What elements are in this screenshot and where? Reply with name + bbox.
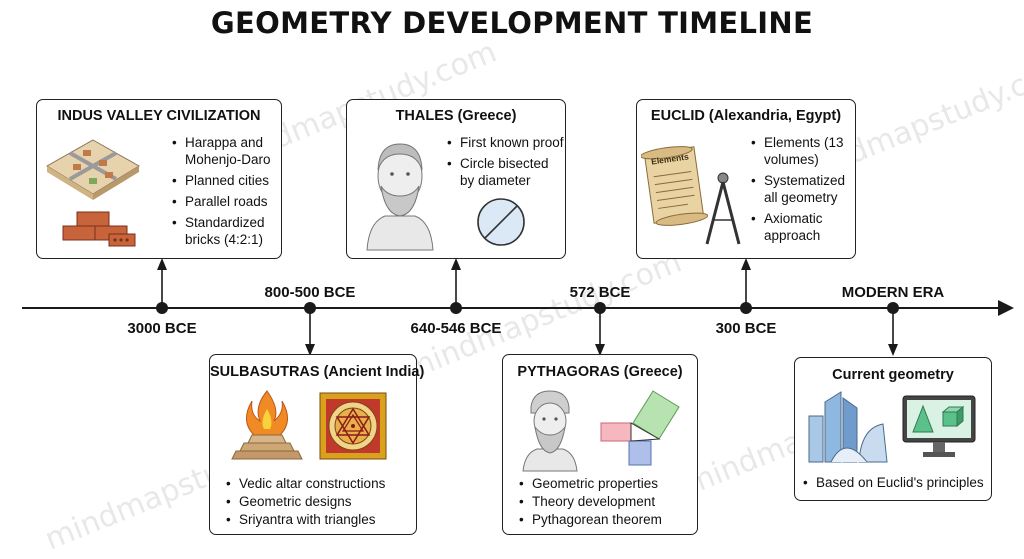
- card-title: EUCLID (Alexandria, Egypt): [650, 108, 842, 124]
- bricks-icon: [62, 211, 136, 247]
- date-label-thales: 640-546 BCE: [410, 320, 502, 337]
- card-euclid: EUCLID (Alexandria, Egypt) Elements Elem…: [636, 99, 856, 259]
- skyscrapers-icon: [808, 391, 888, 463]
- date-label-sulbasutras: 800-500 BCE: [264, 284, 356, 301]
- card-thales: THALES (Greece) First known proof Circle…: [346, 99, 566, 259]
- card-indus-valley: INDUS VALLEY CIVILIZATION Harappa and Mo…: [36, 99, 282, 259]
- page-title: GEOMETRY DEVELOPMENT TIMELINE: [210, 6, 814, 40]
- bullet-list: Geometric properties Theory development …: [519, 475, 697, 529]
- city-map-icon: [46, 139, 140, 200]
- list-item: Based on Euclid's principles: [803, 474, 991, 491]
- list-item: Axiomatic approach: [751, 210, 855, 244]
- date-label-pythagoras: 572 BCE: [569, 284, 631, 301]
- bullet-list: Vedic altar constructions Geometric desi…: [226, 475, 416, 529]
- timeline-dot: [450, 302, 462, 314]
- list-item: Pythagorean theorem: [519, 511, 697, 528]
- scroll-icon: [641, 146, 709, 226]
- timeline-dot: [304, 302, 316, 314]
- bust-icon: [366, 143, 434, 251]
- list-item: Vedic altar constructions: [226, 475, 416, 492]
- date-label-indus: 3000 BCE: [127, 320, 197, 337]
- timeline-dot: [156, 302, 168, 314]
- card-title: PYTHAGORAS (Greece): [517, 364, 683, 380]
- sriyantra-icon: [319, 392, 387, 460]
- card-pythagoras: PYTHAGORAS (Greece) Geometric properties…: [502, 354, 698, 535]
- list-item: Theory development: [519, 493, 697, 510]
- timeline-dot: [887, 302, 899, 314]
- bullet-list: Based on Euclid's principles: [803, 474, 991, 495]
- date-label-euclid: 300 BCE: [715, 320, 777, 337]
- card-modern: Current geometry Based on Euclid's princ…: [794, 357, 992, 501]
- fire-altar-icon: [231, 390, 303, 460]
- pythagorean-squares-icon: [600, 390, 680, 466]
- list-item: Geometric designs: [226, 493, 416, 510]
- list-item: First known proof: [447, 134, 565, 151]
- list-item: Circle bisected by diameter: [447, 155, 565, 189]
- list-item: Sriyantra with triangles: [226, 511, 416, 528]
- date-label-modern: MODERN ERA: [841, 284, 945, 301]
- list-item: Parallel roads: [172, 193, 280, 210]
- list-item: Harappa and Mohenjo-Daro: [172, 134, 280, 168]
- card-sulbasutras: SULBASUTRAS (Ancient India) Vedic altar …: [209, 354, 425, 535]
- card-title: THALES (Greece): [395, 108, 517, 124]
- monitor-3d-icon: [902, 395, 976, 457]
- arrowhead-icon: [998, 300, 1014, 316]
- timeline-dot: [594, 302, 606, 314]
- bust-icon: [522, 390, 578, 472]
- bullet-list: First known proof Circle bisected by dia…: [447, 134, 565, 193]
- card-title: INDUS VALLEY CIVILIZATION: [57, 108, 261, 124]
- list-item: Systematized all geometry: [751, 172, 855, 206]
- list-item: Planned cities: [172, 172, 280, 189]
- bullet-list: Harappa and Mohenjo-Daro Planned cities …: [172, 134, 280, 252]
- card-title: SULBASUTRAS (Ancient India): [210, 364, 425, 380]
- list-item: Elements (13 volumes): [751, 134, 855, 168]
- card-title: Current geometry: [832, 367, 954, 383]
- list-item: Geometric properties: [519, 475, 697, 492]
- list-item: Standardized bricks (4:2:1): [172, 214, 280, 248]
- bisected-circle-icon: [477, 198, 525, 246]
- compass-icon: [705, 172, 741, 245]
- bullet-list: Elements (13 volumes) Systematized all g…: [751, 134, 855, 248]
- timeline-dot: [740, 302, 752, 314]
